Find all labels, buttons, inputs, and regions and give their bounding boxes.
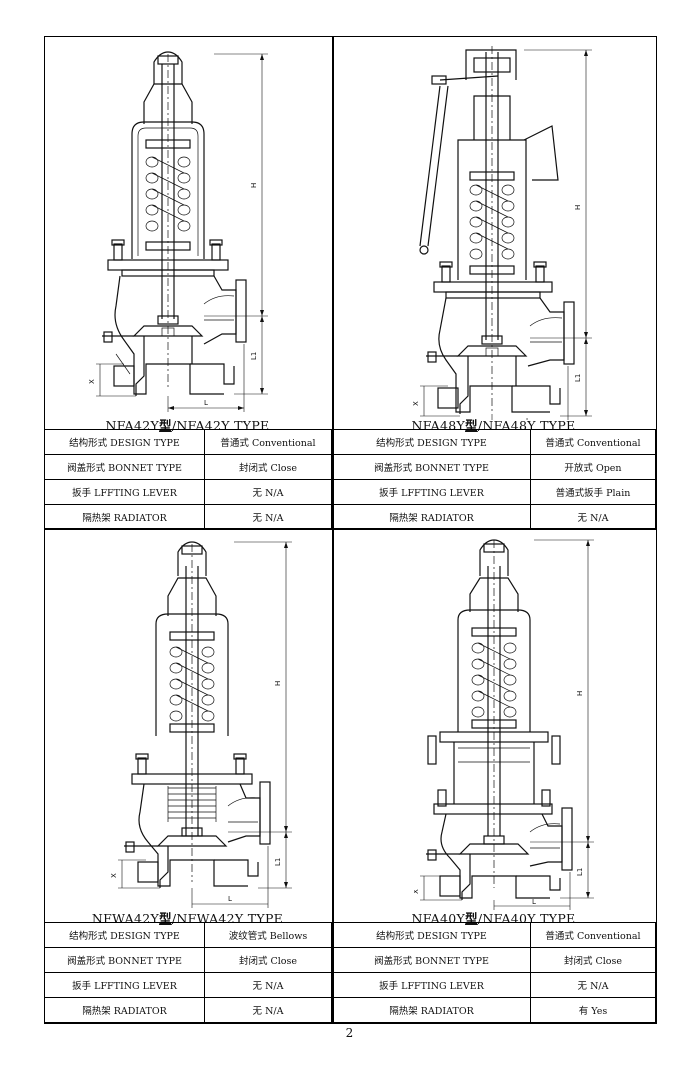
spec-key: 隔热架 RADIATOR	[332, 504, 531, 530]
dim-label-x: X	[88, 379, 96, 384]
center-divider	[332, 37, 334, 1023]
spec-key: 结构形式 DESIGN TYPE	[332, 429, 531, 455]
spec-key: 阀盖形式 BONNET TYPE	[332, 454, 531, 480]
valve-drawing-nfa48y: H L1 L X	[412, 46, 592, 420]
spec-key: 扳手 LFFTING LEVER	[332, 479, 531, 505]
dim-label-l: L	[526, 417, 530, 420]
spec-key: 结构形式 DESIGN TYPE	[44, 429, 205, 455]
spec-value: 无 N/A	[204, 997, 332, 1023]
catalog-sheet: H L1 L X NFA42Y型/NFA42Y TYPE 结构形式 DESIGN…	[44, 36, 657, 1024]
dim-label-h: H	[574, 205, 582, 210]
dim-label-h: H	[576, 691, 584, 696]
spec-key: 隔热架 RADIATOR	[332, 997, 531, 1023]
spec-value: 普通式 Conventional	[530, 922, 656, 948]
valve-drawing-nfa40y: H L1 L X	[414, 539, 594, 910]
spec-key: 扳手 LFFTING LEVER	[44, 479, 205, 505]
dim-label-l: L	[228, 895, 232, 903]
spec-value: 封闭式 Close	[204, 947, 332, 973]
spec-value: 无 N/A	[204, 972, 332, 998]
spec-value: 开放式 Open	[530, 454, 656, 480]
spec-value: 封闭式 Close	[204, 454, 332, 480]
spec-key: 隔热架 RADIATOR	[44, 504, 205, 530]
spec-key: 结构形式 DESIGN TYPE	[44, 922, 205, 948]
spec-value: 普通式 Conventional	[530, 429, 656, 455]
dim-label-l1: L1	[574, 374, 582, 382]
dim-label-x: X	[414, 889, 420, 894]
page-number: 2	[345, 1026, 354, 1040]
dim-label-x: X	[110, 873, 118, 878]
valve-drawing-nfwa42y: H L1 L X	[110, 541, 292, 908]
spec-value: 无 N/A	[204, 479, 332, 505]
spec-value: 无 N/A	[530, 972, 656, 998]
dim-label-h: H	[274, 681, 282, 686]
spec-value: 普通式扳手 Plain	[530, 479, 656, 505]
valve-drawing-nfa42y: H L1 L X	[88, 51, 268, 412]
spec-value: 波纹管式 Bellows	[204, 922, 332, 948]
dim-label-h: H	[250, 183, 258, 188]
spec-value: 封闭式 Close	[530, 947, 656, 973]
spec-key: 阀盖形式 BONNET TYPE	[44, 454, 205, 480]
dim-label-l1: L1	[576, 868, 584, 876]
dim-label-l1: L1	[274, 858, 282, 866]
spec-value: 有 Yes	[530, 997, 656, 1023]
spec-key: 结构形式 DESIGN TYPE	[332, 922, 531, 948]
spec-key: 阀盖形式 BONNET TYPE	[44, 947, 205, 973]
spec-value: 普通式 Conventional	[204, 429, 332, 455]
spec-value: 无 N/A	[530, 504, 656, 530]
dim-label-l: L	[532, 898, 536, 906]
spec-value: 无 N/A	[204, 504, 332, 530]
spec-key: 隔热架 RADIATOR	[44, 997, 205, 1023]
dim-label-l1: L1	[250, 352, 258, 360]
dim-label-x: X	[412, 401, 420, 406]
spec-key: 扳手 LFFTING LEVER	[332, 972, 531, 998]
spec-key: 扳手 LFFTING LEVER	[44, 972, 205, 998]
dim-label-l: L	[204, 399, 208, 407]
spec-key: 阀盖形式 BONNET TYPE	[332, 947, 531, 973]
